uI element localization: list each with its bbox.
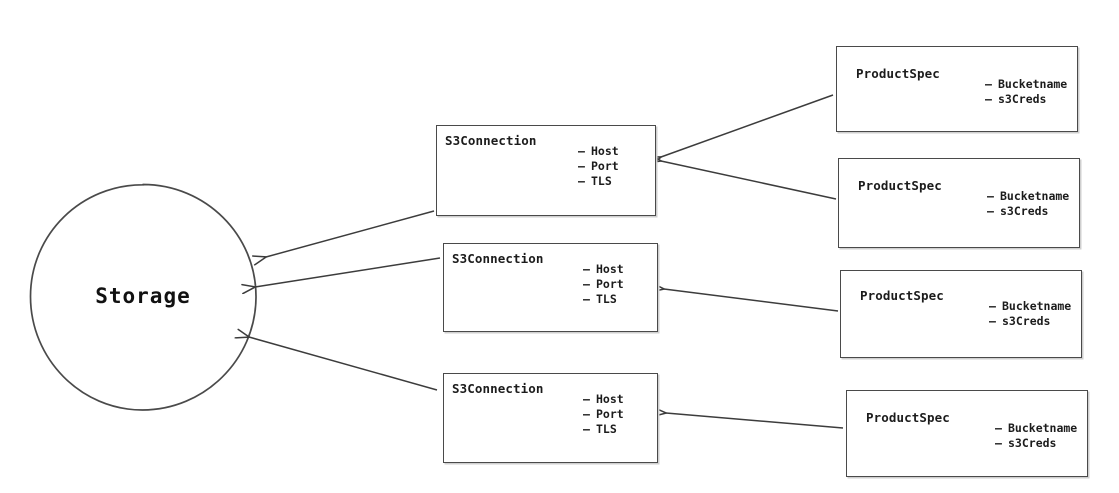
bullet-dash-icon: – bbox=[583, 292, 590, 306]
field-tls: TLS bbox=[591, 174, 612, 188]
field-bucketname: Bucketname bbox=[1008, 421, 1078, 435]
field-host: Host bbox=[591, 144, 619, 158]
bullet-dash-icon: – bbox=[583, 422, 590, 436]
bullet-dash-icon: – bbox=[583, 407, 590, 421]
field-tls: TLS bbox=[596, 422, 617, 436]
bullet-dash-icon: – bbox=[583, 262, 590, 276]
bullet-dash-icon: – bbox=[989, 314, 996, 328]
field-bucketname: Bucketname bbox=[998, 77, 1068, 91]
bullet-dash-icon: – bbox=[995, 436, 1002, 450]
node-productspec-1-fields: –Bucketname –s3Creds bbox=[985, 77, 1067, 107]
arrow-s3conn1-to-storage bbox=[266, 210, 435, 257]
bullet-dash-icon: – bbox=[583, 392, 590, 406]
field-bucketname: Bucketname bbox=[1002, 299, 1072, 313]
field-tls: TLS bbox=[596, 292, 617, 306]
node-productspec-4[interactable] bbox=[846, 390, 1088, 477]
bullet-dash-icon: – bbox=[583, 277, 590, 291]
node-s3connection-1-title: S3Connection bbox=[445, 133, 537, 148]
field-s3creds: s3Creds bbox=[1008, 436, 1057, 450]
bullet-dash-icon: – bbox=[578, 144, 585, 158]
arrow-spec1-to-s3conn1 bbox=[661, 94, 834, 157]
node-s3connection-3-title: S3Connection bbox=[452, 381, 544, 396]
field-s3creds: s3Creds bbox=[1000, 204, 1049, 218]
node-s3connection-3[interactable] bbox=[443, 373, 658, 463]
bullet-dash-icon: – bbox=[985, 77, 992, 91]
storage-circle[interactable] bbox=[29, 183, 257, 411]
node-productspec-3-fields: –Bucketname –s3Creds bbox=[989, 299, 1071, 329]
node-productspec-2[interactable] bbox=[838, 158, 1080, 248]
node-productspec-3[interactable] bbox=[840, 270, 1082, 358]
arrow-s3conn2-to-storage bbox=[255, 257, 441, 287]
field-host: Host bbox=[596, 262, 624, 276]
field-s3creds: s3Creds bbox=[1002, 314, 1051, 328]
bullet-dash-icon: – bbox=[578, 159, 585, 173]
storage-label: Storage bbox=[95, 284, 191, 308]
arrow-spec4-to-s3conn3 bbox=[666, 413, 844, 429]
node-s3connection-2[interactable] bbox=[443, 243, 658, 332]
node-productspec-4-fields: –Bucketname –s3Creds bbox=[995, 421, 1077, 451]
bullet-dash-icon: – bbox=[987, 189, 994, 203]
field-port: Port bbox=[591, 159, 619, 173]
node-s3connection-3-fields: –Host –Port –TLS bbox=[583, 392, 624, 437]
node-productspec-1-title: ProductSpec bbox=[856, 66, 940, 81]
node-s3connection-2-fields: –Host –Port –TLS bbox=[583, 262, 624, 307]
field-port: Port bbox=[596, 277, 624, 291]
arrow-spec2-to-s3conn1 bbox=[661, 161, 837, 200]
field-bucketname: Bucketname bbox=[1000, 189, 1070, 203]
node-s3connection-1[interactable] bbox=[436, 125, 656, 216]
node-productspec-4-title: ProductSpec bbox=[866, 410, 950, 425]
node-s3connection-2-title: S3Connection bbox=[452, 251, 544, 266]
bullet-dash-icon: – bbox=[989, 299, 996, 313]
bullet-dash-icon: – bbox=[578, 174, 585, 188]
arrow-spec3-to-s3conn2 bbox=[664, 289, 839, 312]
field-s3creds: s3Creds bbox=[998, 92, 1047, 106]
field-host: Host bbox=[596, 392, 624, 406]
bullet-dash-icon: – bbox=[995, 421, 1002, 435]
node-productspec-3-title: ProductSpec bbox=[860, 288, 944, 303]
node-productspec-2-fields: –Bucketname –s3Creds bbox=[987, 189, 1069, 219]
field-port: Port bbox=[596, 407, 624, 421]
node-productspec-2-title: ProductSpec bbox=[858, 178, 942, 193]
arrow-s3conn3-to-storage bbox=[249, 337, 438, 391]
node-productspec-1[interactable] bbox=[836, 46, 1078, 132]
node-s3connection-1-fields: –Host –Port –TLS bbox=[578, 144, 619, 189]
bullet-dash-icon: – bbox=[987, 204, 994, 218]
bullet-dash-icon: – bbox=[985, 92, 992, 106]
